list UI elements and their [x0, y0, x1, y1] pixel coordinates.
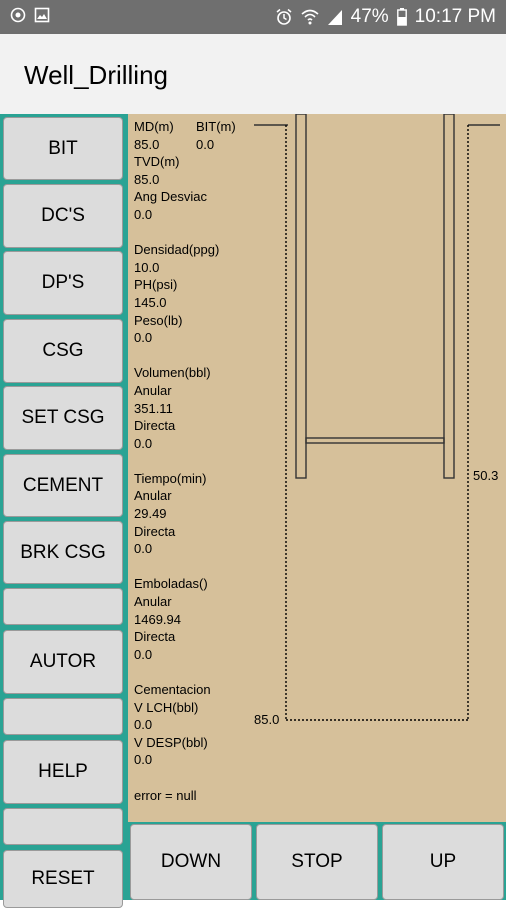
casing-depth-label: 50.3	[473, 468, 498, 483]
alarm-icon	[276, 8, 292, 25]
casing-right	[443, 114, 455, 479]
ang-value: 0.0	[134, 206, 153, 222]
vdesp-value: 0.0	[134, 752, 153, 768]
well-panel: MD(m) 85.0 TVD(m) 85.0 Ang Desviac 0.0 D…	[128, 114, 506, 822]
ph-label: PH(psi)	[134, 277, 178, 293]
md-value: 85.0	[134, 136, 160, 152]
blank-button-3[interactable]	[3, 808, 123, 845]
densidad-value: 10.0	[134, 259, 160, 275]
bit-button[interactable]: BIT	[3, 117, 123, 180]
error-text: error = null	[134, 787, 197, 803]
peso-label: Peso(lb)	[134, 312, 183, 328]
reset-button[interactable]: RESET	[3, 850, 123, 908]
cement-plug	[305, 437, 445, 444]
bottom-controls: DOWN STOP UP	[128, 822, 506, 900]
bit-column: BIT(m) 0.0	[196, 118, 236, 153]
tvd-label: TVD(m)	[134, 154, 180, 170]
ang-label: Ang Desviac	[134, 189, 207, 205]
tiempo-anular-value: 29.49	[134, 506, 167, 522]
status-bar: 47% 10:17 PM	[0, 0, 506, 34]
dcs-button[interactable]: DC'S	[3, 184, 123, 248]
cementacion-label: Cementacion	[134, 682, 211, 697]
bit-value: 0.0	[196, 136, 215, 152]
autor-button[interactable]: AUTOR	[3, 630, 123, 694]
tiempo-directa-label: Directa	[134, 523, 176, 539]
total-depth-label: 85.0	[254, 712, 279, 727]
volumen-directa-label: Directa	[134, 418, 176, 434]
volumen-directa-value: 0.0	[134, 435, 153, 451]
cement-button[interactable]: CEMENT	[3, 454, 123, 517]
well-diagram: 50.3 85.0	[254, 114, 500, 727]
wifi-icon	[301, 9, 319, 25]
emboladas-anular-label: Anular	[134, 594, 172, 610]
target-icon	[10, 7, 26, 23]
vlch-value: 0.0	[134, 717, 153, 733]
emboladas-directa-value: 0.0	[134, 646, 153, 662]
densidad-label: Densidad(ppg)	[134, 242, 220, 258]
signal-icon	[327, 10, 342, 25]
tiempo-anular-label: Anular	[134, 488, 172, 504]
volumen-label: Volumen(bbl)	[134, 365, 211, 381]
clock: 10:17 PM	[414, 6, 496, 27]
main-content: BIT DC'S DP'S CSG SET CSG CEMENT BRK CSG…	[0, 114, 506, 908]
dps-button[interactable]: DP'S	[3, 251, 123, 315]
blank-button-2[interactable]	[3, 698, 123, 735]
battery-percent: 47%	[350, 6, 389, 27]
blank-button-1[interactable]	[3, 588, 123, 625]
tiempo-directa-value: 0.0	[134, 541, 153, 557]
bit-label: BIT(m)	[196, 119, 236, 134]
emboladas-label: Emboladas()	[134, 576, 208, 592]
up-button[interactable]: UP	[382, 824, 504, 900]
vdesp-label: V DESP(bbl)	[134, 734, 208, 750]
csg-button[interactable]: CSG	[3, 319, 123, 383]
md-label: MD(m)	[134, 119, 174, 134]
app-title: Well_Drilling	[24, 60, 169, 90]
stop-button[interactable]: STOP	[256, 824, 378, 900]
volumen-anular-label: Anular	[134, 382, 172, 398]
set-csg-button[interactable]: SET CSG	[3, 386, 123, 450]
app-bar: Well_Drilling	[0, 34, 506, 114]
emboladas-directa-label: Directa	[134, 629, 176, 645]
well-info: MD(m) 85.0 TVD(m) 85.0 Ang Desviac 0.0 D…	[134, 118, 219, 804]
vlch-label: V LCH(bbl)	[134, 699, 199, 715]
sidebar: BIT DC'S DP'S CSG SET CSG CEMENT BRK CSG…	[0, 114, 128, 908]
peso-value: 0.0	[134, 330, 153, 346]
help-button[interactable]: HELP	[3, 740, 123, 804]
brk-csg-button[interactable]: BRK CSG	[3, 521, 123, 584]
ph-value: 145.0	[134, 294, 167, 310]
tvd-value: 85.0	[134, 171, 160, 187]
casing-left	[295, 114, 307, 479]
image-icon	[34, 7, 50, 23]
battery-icon	[396, 8, 407, 26]
volumen-anular-value: 351.11	[134, 400, 173, 416]
down-button[interactable]: DOWN	[130, 824, 252, 900]
emboladas-anular-value: 1469.94	[134, 611, 181, 627]
tiempo-label: Tiempo(min)	[134, 470, 207, 486]
